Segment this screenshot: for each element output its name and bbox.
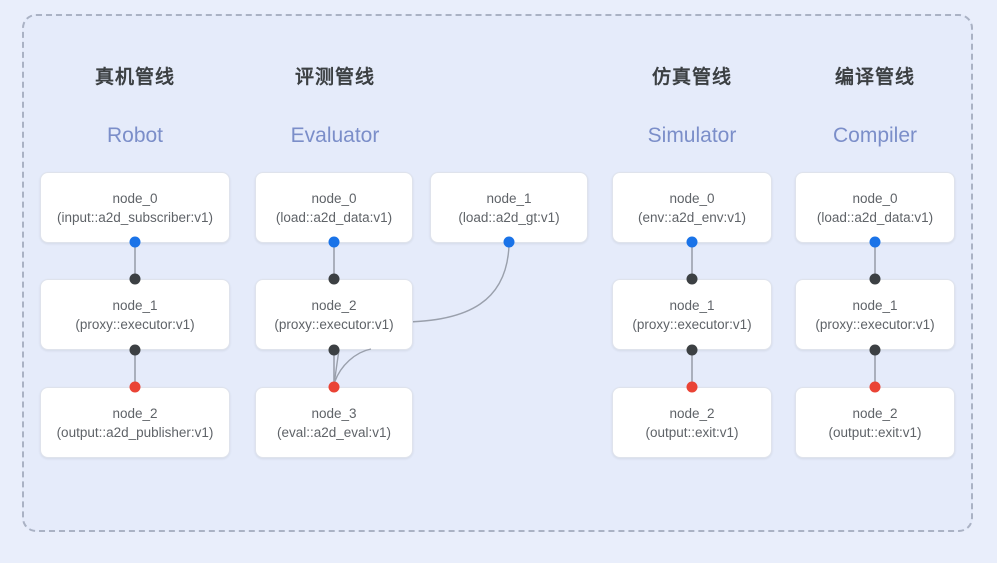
node-kind: (output::exit:v1) [645, 424, 739, 440]
node-box-compiler-1[interactable]: node_1 (proxy::executor:v1) [795, 279, 955, 350]
node-box-robot-0[interactable]: node_0 (input::a2d_subscriber:v1) [40, 172, 230, 243]
node-kind: (output::exit:v1) [828, 424, 922, 440]
node-id: node_1 [852, 297, 898, 313]
port-input-evaluator-node-2[interactable] [328, 273, 340, 285]
node-box-evaluator-2[interactable]: node_2 (proxy::executor:v1) [255, 279, 413, 350]
column-title-robot: 真机管线 [94, 67, 175, 88]
column-title-simulator: 仿真管线 [651, 67, 732, 88]
port-input-compiler-node-1[interactable] [869, 273, 881, 285]
node-box-evaluator-1[interactable]: node_1 (load::a2d_gt:v1) [430, 172, 588, 243]
node-box-compiler-0[interactable]: node_0 (load::a2d_data:v1) [795, 172, 955, 243]
port-input-robot-node-2[interactable] [129, 381, 141, 393]
node-box-simulator-0[interactable]: node_0 (env::a2d_env:v1) [612, 172, 772, 243]
column-subtitle-simulator: Simulator [647, 124, 737, 147]
node-kind: (eval::a2d_eval:v1) [276, 424, 392, 440]
node-id: node_3 [311, 405, 357, 421]
node-kind: (load::a2d_data:v1) [816, 209, 934, 225]
node-kind: (proxy::executor:v1) [632, 316, 752, 332]
node-box-simulator-2[interactable]: node_2 (output::exit:v1) [612, 387, 772, 458]
node-id: node_2 [669, 405, 715, 421]
port-output-robot-node-0[interactable] [129, 236, 141, 248]
node-id: node_2 [311, 297, 357, 313]
port-output-simulator-node-0[interactable] [686, 236, 698, 248]
node-id: node_0 [852, 190, 898, 206]
node-id: node_0 [112, 190, 158, 206]
node-kind: (load::a2d_gt:v1) [458, 209, 560, 225]
node-box-evaluator-0[interactable]: node_0 (load::a2d_data:v1) [255, 172, 413, 243]
column-subtitle-evaluator: Evaluator [290, 124, 380, 147]
node-box-evaluator-3[interactable]: node_3 (eval::a2d_eval:v1) [255, 387, 413, 458]
node-box-compiler-2[interactable]: node_2 (output::exit:v1) [795, 387, 955, 458]
port-output-evaluator-node-1[interactable] [503, 236, 515, 248]
node-id: node_2 [852, 405, 898, 421]
node-box-robot-2[interactable]: node_2 (output::a2d_publisher:v1) [40, 387, 230, 458]
node-kind: (proxy::executor:v1) [815, 316, 935, 332]
node-kind: (proxy::executor:v1) [274, 316, 394, 332]
node-id: node_0 [311, 190, 357, 206]
node-kind: (proxy::executor:v1) [75, 316, 195, 332]
node-kind: (load::a2d_data:v1) [275, 209, 393, 225]
port-input-robot-node-1[interactable] [129, 273, 141, 285]
port-input-simulator-node-2[interactable] [686, 381, 698, 393]
column-title-compiler: 编译管线 [834, 67, 915, 88]
node-id: node_1 [112, 297, 158, 313]
node-id: node_1 [669, 297, 715, 313]
column-subtitle-compiler: Compiler [832, 124, 918, 147]
column-title-evaluator: 评测管线 [294, 67, 375, 88]
port-output-evaluator-node-2[interactable] [328, 344, 340, 356]
node-box-robot-1[interactable]: node_1 (proxy::executor:v1) [40, 279, 230, 350]
port-output-robot-node-1[interactable] [129, 344, 141, 356]
column-subtitle-robot: Robot [106, 124, 164, 147]
node-id: node_0 [669, 190, 715, 206]
node-box-simulator-1[interactable]: node_1 (proxy::executor:v1) [612, 279, 772, 350]
node-kind: (input::a2d_subscriber:v1) [56, 209, 214, 225]
node-id: node_1 [486, 190, 532, 206]
port-output-compiler-node-1[interactable] [869, 344, 881, 356]
node-kind: (output::a2d_publisher:v1) [56, 424, 214, 440]
port-output-simulator-node-1[interactable] [686, 344, 698, 356]
port-input-compiler-node-2[interactable] [869, 381, 881, 393]
port-input-simulator-node-1[interactable] [686, 273, 698, 285]
node-kind: (env::a2d_env:v1) [637, 209, 747, 225]
port-input-evaluator-node-3[interactable] [328, 381, 340, 393]
node-id: node_2 [112, 405, 158, 421]
port-output-compiler-node-0[interactable] [869, 236, 881, 248]
port-output-evaluator-node-0[interactable] [328, 236, 340, 248]
